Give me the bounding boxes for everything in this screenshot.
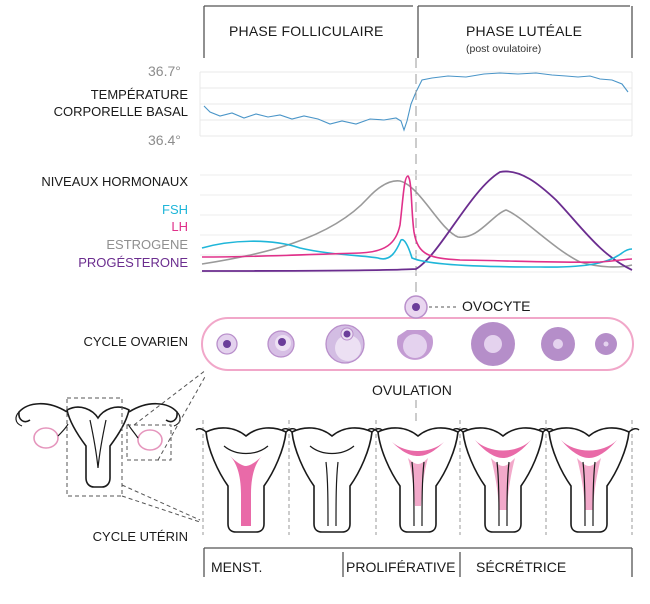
hormone-chart [200,170,633,273]
hormones-title: NIVEAUX HORMONAUX [41,174,188,189]
temperature-curve [203,72,629,132]
ovarian-cycle [201,295,634,371]
lh-curve [201,175,633,264]
temperature-max-value: 36.7° [148,63,181,79]
corpus-albicans [595,333,617,355]
corpus-luteum-stage-1 [471,322,515,366]
estrogen-curve [201,180,633,268]
follicle-stage-1 [216,333,238,355]
uterus-stage-5 [538,427,640,533]
temperature-min-value: 36.4° [148,132,181,148]
uterine-phase-menstrual: MENST. [211,559,263,575]
temperature-label-line1: TEMPÉRATURE [90,87,188,102]
estrogen-label: ESTROGENE [106,237,188,252]
follicle-stage-ruptured [397,330,434,360]
temperature-chart [199,71,633,137]
anatomy-callout-boxes [66,369,207,523]
uterus-stage-2 [281,427,383,533]
uterus-stage-4 [452,427,554,533]
ovarian-cycle-label: CYCLE OVARIEN [83,334,188,349]
phase-follicular-label: PHASE FOLLICULAIRE [229,23,384,39]
uterus-stage-1 [195,427,297,533]
progesterone-curve [201,170,633,272]
uterine-phase-proliferative: PROLIFÉRATIVE [346,559,456,575]
uterine-phase-secretory: SÉCRÉTRICE [476,559,567,575]
uterus-anatomy-icon [15,402,181,488]
uterine-cycle-label: CYCLE UTÉRIN [92,529,188,544]
oocyte-icon [404,295,428,319]
temperature-label-line2: CORPORELLE BASAL [53,104,188,119]
fsh-label: FSH [162,202,188,217]
uterine-stage-separators [202,420,633,535]
follicle-stage-2 [267,330,295,358]
ovulation-label: OVULATION [372,382,452,398]
uterus-stage-3 [367,427,469,533]
lh-label: LH [171,219,188,234]
phase-luteal-label: PHASE LUTÉALE [466,23,583,39]
fsh-curve [201,238,633,268]
ovary-outline [201,317,634,371]
progesterone-label: PROGÉSTERONE [78,255,188,270]
corpus-luteum-stage-2 [541,327,575,361]
oocyte-label: OVOCYTE [462,298,531,314]
follicle-stage-3 [325,324,365,364]
phase-luteal-note: (post ovulatoire) [466,43,542,55]
